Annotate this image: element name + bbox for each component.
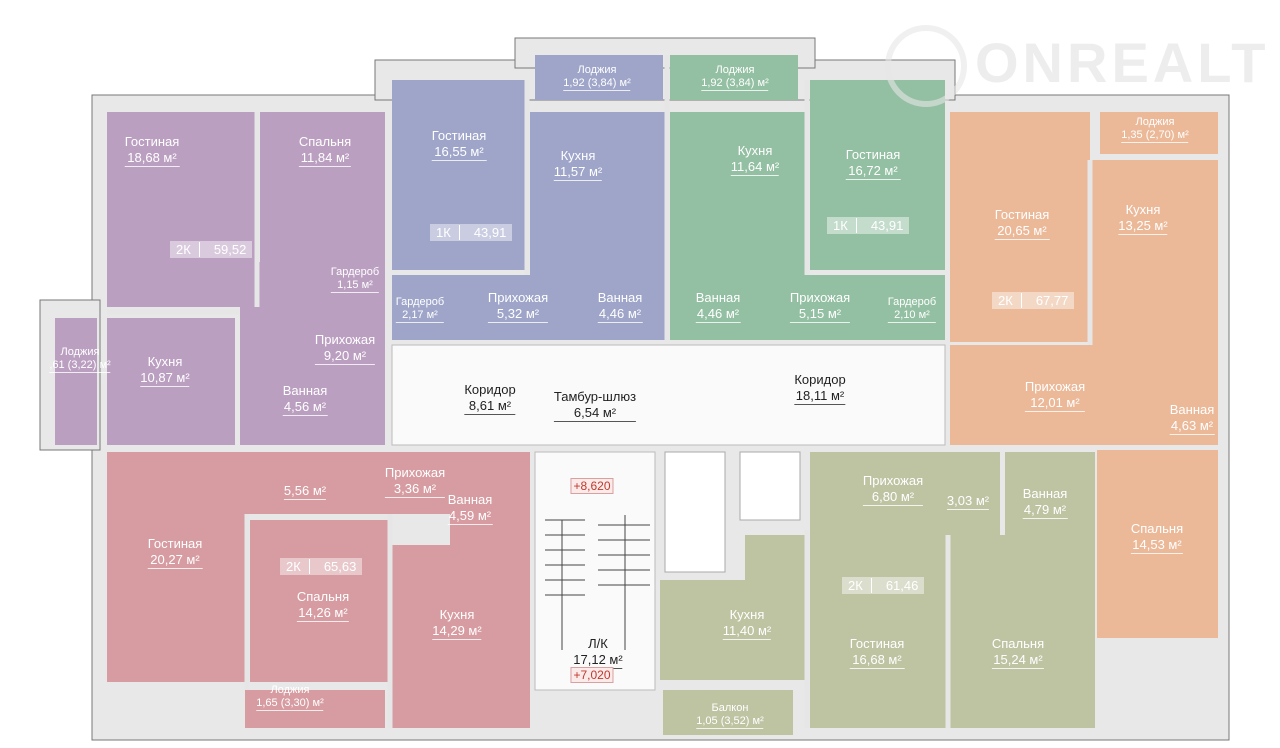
apartment-2k-61 (660, 452, 1095, 735)
room-label: Лоджия,61 (3,22) м² (49, 346, 111, 373)
apartment-2k-67 (950, 112, 1218, 638)
room-label: 5,56 м² (283, 483, 327, 500)
apartment-1k-43-left (392, 55, 665, 340)
watermark: ONREALT (975, 31, 1270, 94)
level-marker: +8,620 (570, 478, 614, 494)
watermark-logo-icon (885, 25, 967, 107)
stairs (545, 515, 650, 650)
corridor-area (391, 344, 946, 446)
apartment-2k-59 (55, 112, 385, 445)
room-label: 3,03 м² (946, 493, 990, 510)
level-marker: +7,020 (570, 667, 614, 683)
apartment-1k-43-right (670, 55, 945, 340)
apartment-2k-65 (107, 452, 530, 728)
